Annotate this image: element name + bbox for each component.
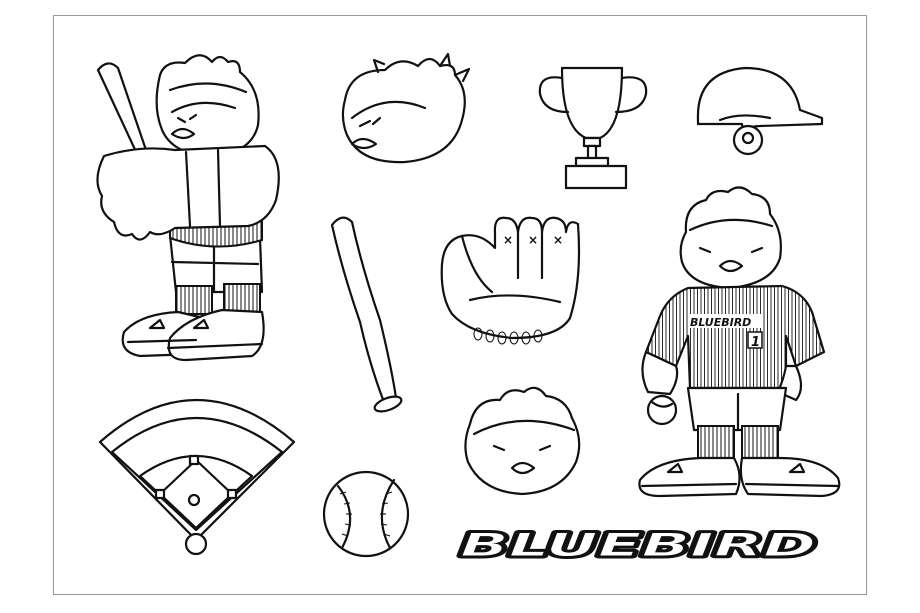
- bluebird-logo: BLUEBIRD BLUEBIRD: [458, 524, 819, 567]
- player-mascot-icon: BLUEBIRD 1: [638, 186, 841, 498]
- bird-face-icon: [464, 386, 581, 496]
- baseball-glove-icon: × × ×: [440, 216, 581, 345]
- batter-mascot-icon: [96, 54, 280, 362]
- svg-text:×: ×: [503, 233, 513, 247]
- bluebird-title-outline: BLUEBIRD: [460, 526, 816, 564]
- jersey-text: BLUEBIRD: [690, 316, 751, 329]
- svg-text:×: ×: [528, 233, 538, 247]
- baseball-diamond-icon: [98, 398, 296, 556]
- jersey-number: 1: [751, 335, 760, 350]
- batting-helmet-icon: [696, 66, 824, 156]
- svg-text:×: ×: [553, 233, 563, 247]
- bird-head-side-icon: [341, 52, 471, 164]
- trophy-icon: [538, 66, 648, 190]
- baseball-icon: [322, 470, 410, 558]
- bluebird-title: BLUEBIRD: [460, 526, 816, 564]
- baseball-bat-icon: [330, 216, 403, 413]
